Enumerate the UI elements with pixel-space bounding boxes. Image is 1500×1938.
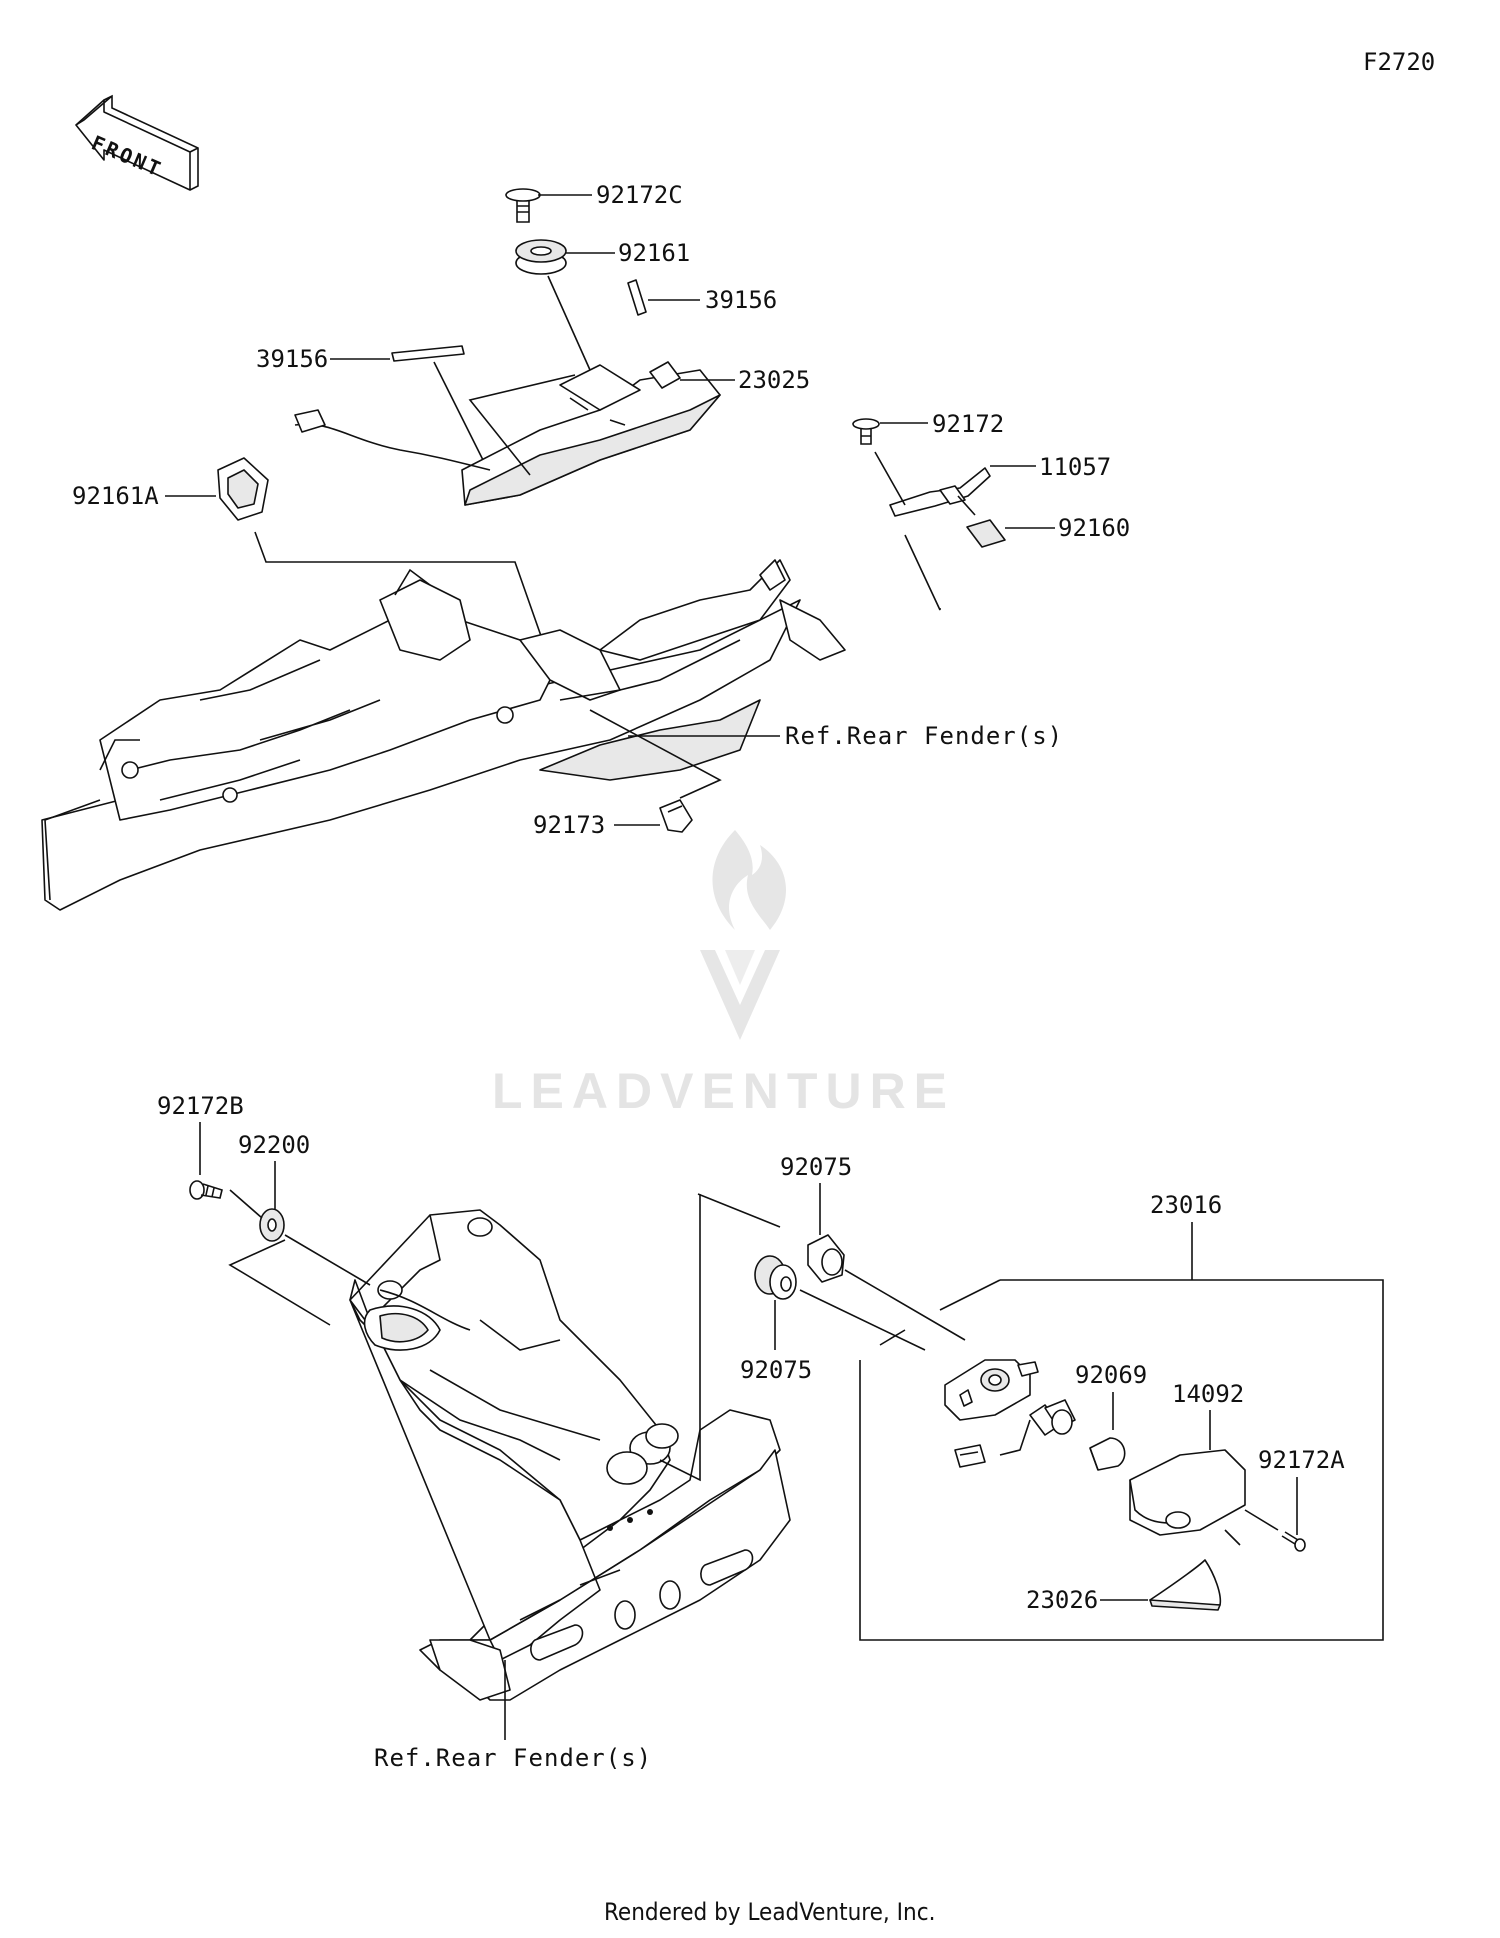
callout-92161a: 92161A	[72, 482, 159, 510]
license-plate-bracket-icon	[349, 1209, 791, 1701]
callout-39156-right: 39156	[705, 286, 777, 314]
callout-39156-left: 39156	[256, 345, 328, 373]
leadventure-logo-icon	[700, 830, 787, 1040]
washer-92200-icon	[259, 1208, 285, 1242]
grommet-92075-bottom-icon	[754, 1255, 797, 1300]
callout-ref-top: Ref.Rear Fender(s)	[785, 722, 1063, 750]
leader-92172a-axis	[1224, 1509, 1279, 1546]
leader-grommet-axes	[799, 1269, 966, 1351]
leader-92160-link	[957, 495, 976, 516]
callout-11057: 11057	[1039, 453, 1111, 481]
leader-92173-up	[589, 709, 722, 799]
bulb-92069-icon	[1089, 1437, 1126, 1471]
kit-box-23016	[859, 1279, 1384, 1641]
callout-92075-top: 92075	[780, 1153, 852, 1181]
leader-92200-bracket	[228, 1189, 371, 1326]
grommet-92075-top-icon	[807, 1234, 845, 1283]
leader-92161a-down	[254, 531, 561, 691]
figure-id: F2720	[1363, 48, 1435, 76]
leader-23025-bracket	[468, 374, 576, 476]
callout-23016: 23016	[1150, 1191, 1222, 1219]
callout-23025: 23025	[738, 366, 810, 394]
clip-92161a-icon	[217, 457, 269, 521]
grommet-92161-icon	[515, 239, 567, 275]
callout-ref-bottom: Ref.Rear Fender(s)	[374, 1744, 652, 1772]
rear-fender-top-icon	[41, 559, 846, 911]
lamp-socket-icon	[944, 1359, 1076, 1468]
lens-cover-14092-icon	[1129, 1449, 1246, 1536]
license-lamp-housing-23025-icon	[294, 361, 721, 506]
strip-39156-left-icon	[391, 345, 465, 362]
callout-92160: 92160	[1058, 514, 1130, 542]
screw-92172c-icon	[505, 188, 541, 223]
kit-box-23016-diag	[879, 1279, 1001, 1346]
callout-14092: 14092	[1172, 1380, 1244, 1408]
screw-92172-icon	[852, 418, 880, 445]
callout-92172b: 92172B	[157, 1092, 244, 1120]
front-arrow-icon: FRONT	[75, 94, 199, 191]
leader-92161-down	[547, 275, 591, 371]
bolt-92172b-icon	[189, 1180, 223, 1200]
strip-39156-right-icon	[627, 279, 647, 316]
leader-92172-down	[874, 451, 941, 611]
pad-92160-icon	[966, 519, 1006, 548]
screw-92172a-icon	[1281, 1531, 1306, 1552]
leader-39156-left-down	[433, 361, 489, 471]
leader-mount-bracket	[659, 1193, 781, 1482]
footer-credit: Rendered by LeadVenture, Inc.	[604, 1898, 935, 1926]
callout-92172: 92172	[932, 410, 1004, 438]
callout-92075-bottom: 92075	[740, 1356, 812, 1384]
callout-92172a: 92172A	[1258, 1446, 1345, 1474]
callout-92173: 92173	[533, 811, 605, 839]
reflector-23026-icon	[1149, 1559, 1222, 1611]
callout-23026: 23026	[1026, 1586, 1098, 1614]
watermark: LEADVENTURE	[492, 1063, 955, 1119]
callout-92200: 92200	[238, 1131, 310, 1159]
clip-92173-icon	[659, 799, 693, 833]
callout-92172c: 92172C	[596, 181, 683, 209]
callout-92069: 92069	[1075, 1361, 1147, 1389]
bracket-11057-icon	[889, 467, 991, 517]
callout-92161: 92161	[618, 239, 690, 267]
